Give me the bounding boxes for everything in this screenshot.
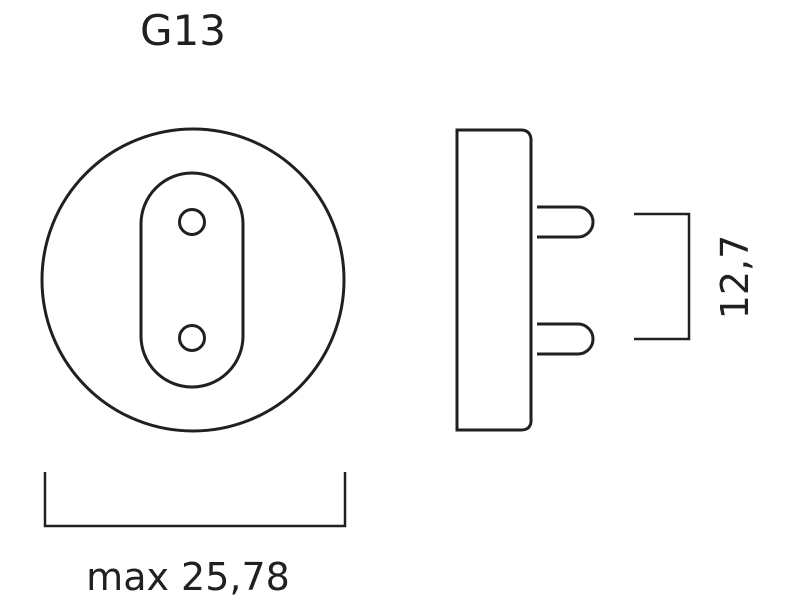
- front-view: [40, 127, 346, 433]
- pin-spacing-bracket: [634, 212, 691, 341]
- width-dimension-bracket: [43, 472, 347, 528]
- pin-spacing-dimension: [634, 212, 691, 341]
- pin-top: [178, 208, 206, 236]
- cap-body-side: [455, 128, 533, 432]
- pin-side-bottom: [537, 322, 595, 356]
- width-dimension-label: max 25,78: [86, 555, 290, 599]
- side-view: [455, 128, 595, 432]
- width-dimension: [43, 472, 347, 528]
- cap-outline: [40, 127, 346, 433]
- pin-bottom: [178, 324, 206, 352]
- pin-side-top: [537, 205, 595, 239]
- pin-recess: [139, 171, 245, 389]
- pin-spacing-label: 12,7: [713, 235, 757, 320]
- diagram-title: G13: [140, 6, 226, 55]
